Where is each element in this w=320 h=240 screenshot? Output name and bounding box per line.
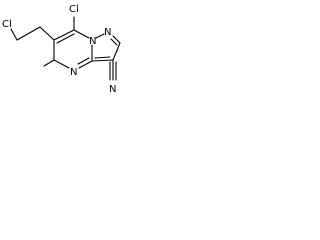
bond-nbridge-npz	[95, 33, 105, 39]
atom-n-bridge: N	[89, 36, 96, 47]
bond-c5-methyl	[43, 59, 55, 67]
bond-c2-c3	[112, 42, 121, 61]
atom-cl-top: Cl	[69, 4, 79, 15]
atom-n-nitrile: N	[109, 84, 116, 95]
bond-c3-c3a	[91, 59, 114, 62]
atom-n-bottom: N	[70, 67, 77, 78]
bond-c7-nbridge	[73, 29, 90, 39]
bond-npz-c2	[112, 35, 121, 44]
chemical-structure-diagram: Cl Cl N N N N	[2, 4, 121, 95]
bond-ch2-ch2	[16, 26, 41, 41]
bond-c3-c3a-double	[94, 56, 111, 59]
bond-c6-c7	[53, 29, 75, 41]
bond-cl-ch2	[10, 28, 18, 41]
atom-n-pyrazole: N	[104, 27, 111, 38]
bond-npz-c2-double	[110, 38, 118, 46]
bond-nbottom-c5	[53, 59, 70, 69]
atom-cl-left: Cl	[2, 19, 12, 30]
bond-ch2-c6	[39, 26, 55, 41]
bond-c3a-nbottom	[78, 60, 93, 69]
bond-c6-c7-double	[56, 33, 75, 44]
bond-c3a-nbottom-double	[77, 57, 90, 65]
